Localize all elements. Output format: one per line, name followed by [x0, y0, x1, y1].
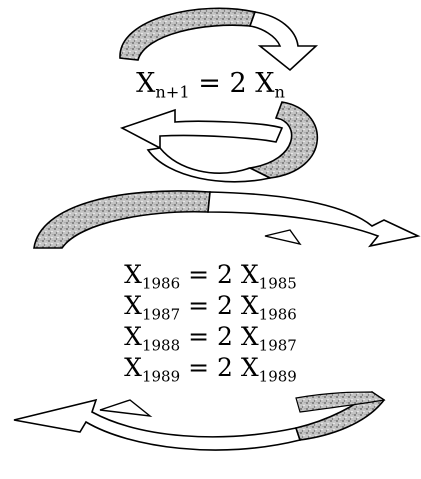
equals-sign: = — [188, 291, 210, 320]
year-equation-1986: X1986 = 2 X1985 — [0, 262, 421, 291]
equals-sign: = — [198, 68, 221, 99]
bottom-arrow — [13, 391, 386, 451]
coefficient: 2 — [217, 322, 233, 351]
top-upper-arrow-body — [248, 11, 319, 72]
rhs-subscript: 1986 — [258, 305, 297, 324]
lhs-subscript: 1986 — [141, 274, 181, 293]
bottom-arrow-tail-top — [295, 391, 386, 413]
middle-arrow-body — [207, 191, 421, 248]
recurrence-equation: Xn+1 = 2 Xn — [0, 70, 421, 101]
lhs-variable: X — [124, 260, 142, 289]
top-lower-arrow-body — [119, 108, 284, 150]
equals-sign: = — [188, 353, 210, 382]
top-lower-arrow — [119, 101, 319, 183]
lhs-variable: X — [124, 291, 142, 320]
top-upper-arrow-tail — [119, 7, 257, 61]
rhs-subscript: 1989 — [258, 367, 297, 386]
year-equation-1988: X1988 = 2 X1987 — [0, 324, 421, 353]
middle-arrow — [33, 190, 421, 249]
lhs-variable: X — [124, 322, 142, 351]
rhs-variable: X — [255, 68, 275, 99]
rhs-subscript: 1985 — [258, 274, 297, 293]
lhs-subscript: 1988 — [141, 336, 181, 355]
lhs-variable: X — [136, 68, 156, 99]
lhs-variable: X — [124, 353, 142, 382]
middle-arrow-tail — [33, 190, 211, 249]
coefficient: 2 — [217, 260, 233, 289]
top-lower-arrow-sweep — [146, 147, 273, 183]
year-equation-1989: X1989 = 2 X1989 — [0, 355, 421, 384]
equals-sign: = — [188, 260, 210, 289]
year-equation-1987: X1987 = 2 X1986 — [0, 293, 421, 322]
bottom-arrow-body — [13, 398, 302, 451]
rhs-variable: X — [240, 322, 259, 351]
coefficient: 2 — [229, 68, 247, 99]
lhs-subscript: 1987 — [141, 305, 181, 324]
rhs-subscript: 1987 — [258, 336, 297, 355]
coefficient: 2 — [217, 291, 233, 320]
coefficient: 2 — [217, 353, 233, 382]
bottom-arrow-inner-head — [99, 399, 153, 417]
rhs-variable: X — [240, 291, 259, 320]
rhs-variable: X — [240, 353, 259, 382]
lhs-subscript: 1989 — [141, 367, 181, 386]
top-upper-arrow — [119, 7, 319, 72]
equals-sign: = — [188, 322, 210, 351]
rhs-subscript: n — [274, 82, 285, 102]
lhs-subscript: n+1 — [155, 82, 190, 102]
middle-arrow-inner-head — [264, 229, 302, 246]
rhs-variable: X — [240, 260, 259, 289]
